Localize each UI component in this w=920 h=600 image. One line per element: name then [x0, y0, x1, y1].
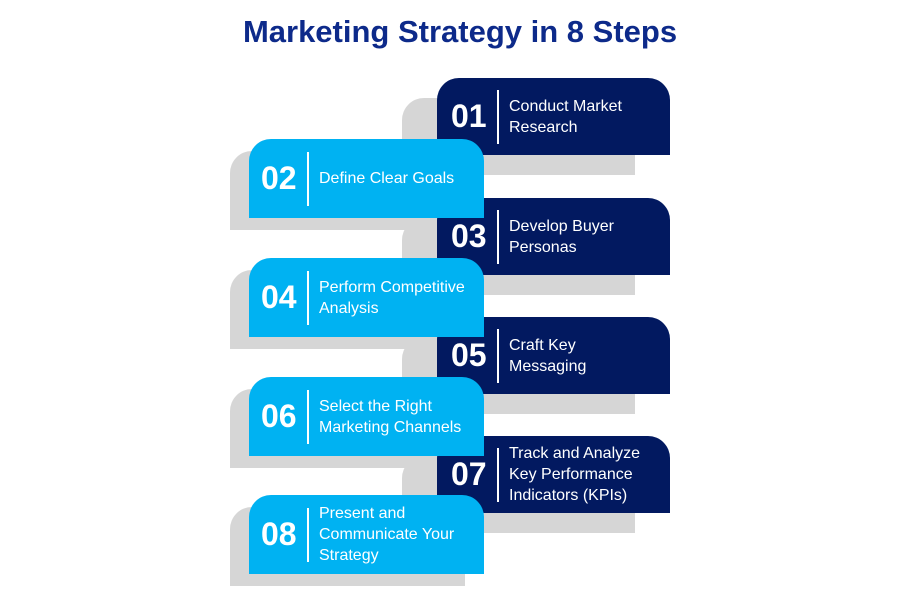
step-label: Define Clear Goals [319, 170, 455, 187]
divider [497, 328, 499, 383]
divider [497, 447, 499, 502]
step-number: 04 [261, 279, 297, 315]
step-number: 08 [261, 516, 297, 552]
divider [497, 209, 499, 264]
step-number: 06 [261, 398, 297, 434]
step-number: 01 [451, 98, 487, 134]
divider [497, 89, 499, 144]
step-number: 05 [451, 337, 487, 373]
step-number: 02 [261, 160, 297, 196]
step-number: 03 [451, 218, 487, 254]
page-title: Marketing Strategy in 8 Steps [242, 14, 678, 49]
divider [307, 270, 309, 325]
step-card-02: 02 Define Clear Goals [249, 139, 484, 218]
divider [307, 151, 309, 206]
step-number: 07 [451, 456, 487, 492]
divider [307, 507, 309, 562]
divider [307, 389, 309, 444]
